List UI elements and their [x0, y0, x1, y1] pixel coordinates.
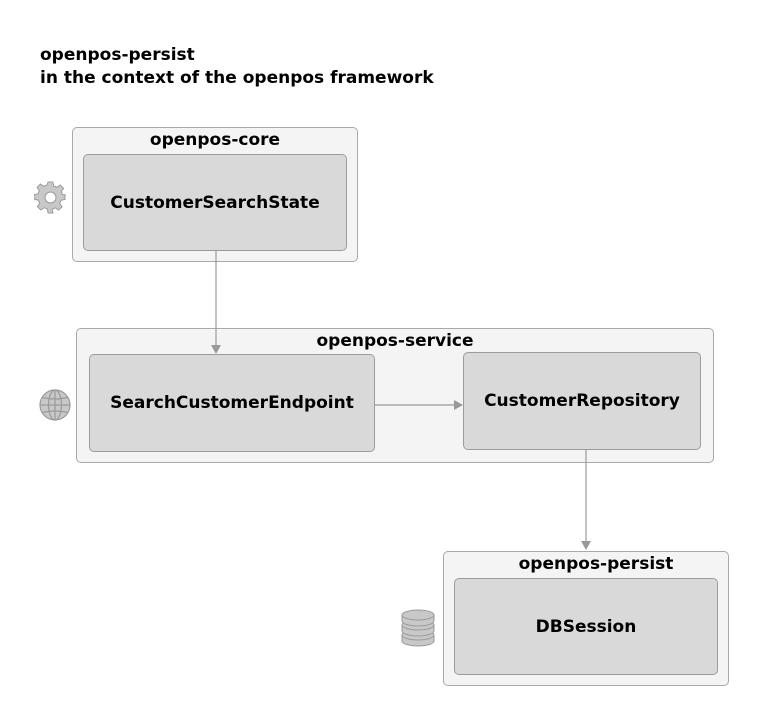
- node-db-session[interactable]: DBSession: [454, 578, 718, 675]
- group-openpos-service: openpos-service SearchCustomerEndpoint C…: [76, 328, 714, 463]
- group-label-openpos-service: openpos-service: [316, 331, 474, 351]
- group-label-openpos-persist: openpos-persist: [518, 554, 674, 574]
- diagram-title-line-2: in the context of the openpos framework: [40, 68, 434, 88]
- gear-icon: [34, 181, 66, 214]
- edge-repository-to-dbsession: [581, 450, 591, 550]
- database-icon: [401, 609, 435, 647]
- group-label-openpos-core: openpos-core: [149, 130, 281, 150]
- node-customer-repository[interactable]: CustomerRepository: [463, 352, 701, 450]
- node-search-customer-endpoint[interactable]: SearchCustomerEndpoint: [89, 354, 375, 452]
- diagram-title: openpos-persist in the context of the op…: [40, 44, 434, 90]
- globe-icon: [39, 389, 71, 421]
- group-openpos-core: openpos-core CustomerSearchState: [72, 127, 358, 262]
- node-customer-search-state[interactable]: CustomerSearchState: [83, 154, 347, 251]
- group-openpos-persist: openpos-persist DBSession: [443, 551, 729, 686]
- diagram-title-line-1: openpos-persist: [40, 45, 195, 65]
